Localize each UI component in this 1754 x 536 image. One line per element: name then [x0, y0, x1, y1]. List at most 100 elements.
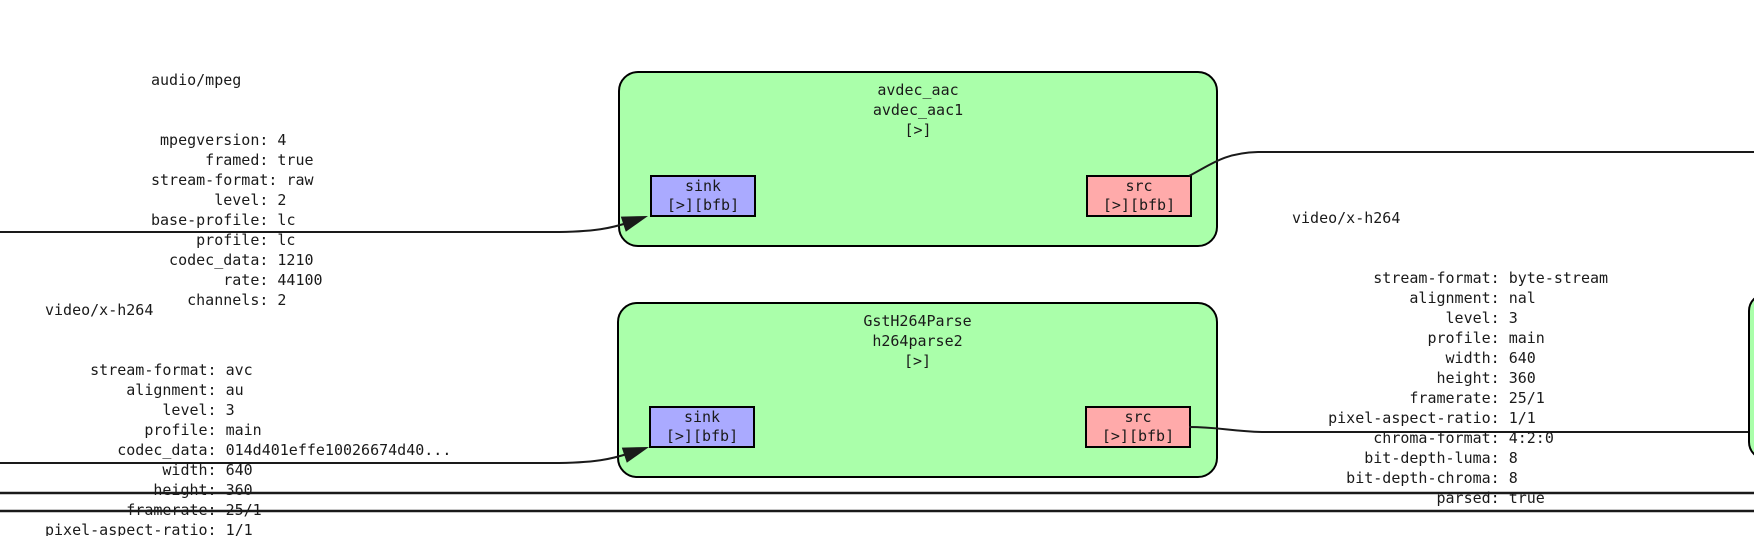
caps-field-row: width:640	[45, 460, 451, 480]
caps-field-row: rate:44100	[151, 270, 322, 290]
caps-field-value: 360	[1508, 369, 1536, 387]
caps-field-row: codec_data: 1210	[151, 250, 323, 270]
caps-field-row: framerate: 25/1	[1292, 388, 1608, 408]
caps-field-value: 1/1	[1508, 409, 1536, 427]
caps-field-key: profile:	[196, 231, 269, 249]
pad-name: sink	[683, 408, 721, 426]
caps-field-value: 25/1	[1508, 389, 1545, 407]
caps-field-value: 8	[1508, 469, 1518, 487]
caps-field-row: base-profile: lc	[151, 210, 323, 230]
pad-flags: [>][bfb]	[666, 196, 740, 214]
element-box-avdec-aac: avdec_aac avdec_aac1 [>] sink [>][bfb] s…	[618, 71, 1218, 247]
caps-field-value: 640	[225, 461, 253, 479]
caps-field-value: 1210	[277, 251, 314, 269]
caps-field-value: 3	[225, 401, 235, 419]
caps-field-key: mpegversion:	[160, 131, 269, 149]
caps-field-key: stream-format:	[151, 171, 278, 189]
pad-flags: [>][bfb]	[1101, 427, 1175, 445]
caps-field-row: alignment: nal	[1292, 288, 1608, 308]
caps-field-row: stream-format: raw	[151, 170, 323, 190]
caps-media-type: video/x-h264	[1292, 209, 1401, 227]
caps-field-row: chroma-format: 4:2:0	[1292, 428, 1608, 448]
element-state: [>]	[903, 352, 932, 370]
caps-field-key: parsed:	[1436, 489, 1500, 507]
pad-flags: [>][bfb]	[665, 427, 739, 445]
caps-field-key: profile:	[1427, 329, 1500, 347]
caps-field-key: bit-depth-luma:	[1364, 449, 1500, 467]
caps-field-value: lc	[277, 231, 296, 249]
caps-field-key: profile:	[144, 421, 217, 439]
pad-src: src [>][bfb]	[1085, 406, 1191, 448]
caps-field-value: true	[277, 151, 314, 169]
caps-media-type: video/x-h264	[45, 301, 154, 319]
caps-field-row: level:3	[1292, 308, 1608, 328]
caps-field-value: 8	[1508, 449, 1518, 467]
caps-field-key: codec_data:	[169, 251, 269, 269]
caps-field-row: pixel-aspect-ratio: 1/1	[45, 520, 451, 536]
caps-field-key: framed:	[205, 151, 269, 169]
caps-field-key: height:	[1436, 369, 1500, 387]
caps-field-value: 014d401effe10026674d40...	[225, 441, 452, 459]
caps-field-key: stream-format:	[1373, 269, 1500, 287]
element-box-h264parse: GstH264Parse h264parse2 [>] sink [>][bfb…	[617, 302, 1218, 478]
caps-field-value: 640	[1508, 349, 1536, 367]
caps-field-key: chroma-format:	[1373, 429, 1500, 447]
caps-field-value: main	[1508, 329, 1545, 347]
caps-field-key: base-profile:	[151, 211, 269, 229]
caps-field-row: parsed: true	[1292, 488, 1608, 508]
caps-field-key: alignment:	[1409, 289, 1500, 307]
caps-field-row: level: 3	[45, 400, 451, 420]
caps-field-key: stream-format:	[90, 361, 217, 379]
element-titles: GstH264Parse h264parse2 [>]	[619, 304, 1216, 371]
caps-field-value: au	[225, 381, 244, 399]
caps-field-row: bit-depth-chroma: 8	[1292, 468, 1608, 488]
caps-field-row: height: 360	[45, 480, 451, 500]
caps-field-row: profile: main	[1292, 328, 1608, 348]
caps-field-value: lc	[277, 211, 296, 229]
caps-field-value: 2	[277, 191, 287, 209]
caps-field-key: level:	[162, 401, 217, 419]
caps-field-row: profile: lc	[151, 230, 323, 250]
caps-field-key: rate:	[223, 271, 269, 289]
pad-flags: [>][bfb]	[1102, 196, 1176, 214]
caps-field-value: 4:2:0	[1508, 429, 1554, 447]
caps-field-row: channels:2	[151, 290, 323, 310]
caps-field-value: true	[1508, 489, 1545, 507]
caps-field-row: alignment:au	[45, 380, 451, 400]
element-box-partial-right	[1748, 293, 1754, 460]
pad-name: sink	[684, 177, 722, 195]
caps-field-row: framed: true	[151, 150, 323, 170]
caps-field-value: raw	[286, 171, 314, 189]
pad-name: src	[1124, 408, 1152, 426]
caps-field-value: 360	[225, 481, 253, 499]
caps-field-row: stream-format: avc	[45, 360, 451, 380]
caps-field-value: 3	[1508, 309, 1518, 327]
caps-field-value: nal	[1508, 289, 1536, 307]
caps-field-row: level:2	[151, 190, 323, 210]
caps-field-key: height:	[153, 481, 217, 499]
caps-field-row: profile:main	[45, 420, 451, 440]
caps-field-row: bit-depth-luma: 8	[1292, 448, 1608, 468]
element-state: [>]	[904, 121, 932, 139]
caps-field-row: width: 640	[1292, 348, 1608, 368]
caps-field-value: 1/1	[225, 521, 253, 536]
caps-field-key: framerate:	[1409, 389, 1500, 407]
caps-field-key: pixel-aspect-ratio:	[45, 521, 217, 536]
caps-field-key: width:	[1445, 349, 1500, 367]
caps-field-value: 4	[277, 131, 287, 149]
caps-media-type: audio/mpeg	[151, 71, 242, 89]
caps-field-key: pixel-aspect-ratio:	[1328, 409, 1500, 427]
caps-field-value: byte-stream	[1508, 269, 1609, 287]
caps-field-value: avc	[225, 361, 253, 379]
caps-field-row: pixel-aspect-ratio: 1/1	[1292, 408, 1608, 428]
pad-name: src	[1125, 177, 1153, 195]
caps-field-key: channels:	[187, 291, 269, 309]
caps-field-key: bit-depth-chroma:	[1346, 469, 1500, 487]
caps-field-row: height: 360	[1292, 368, 1608, 388]
caps-field-key: codec_data:	[117, 441, 217, 459]
pad-sink: sink [>][bfb]	[649, 406, 755, 448]
element-type-name: avdec_aac	[877, 81, 959, 99]
